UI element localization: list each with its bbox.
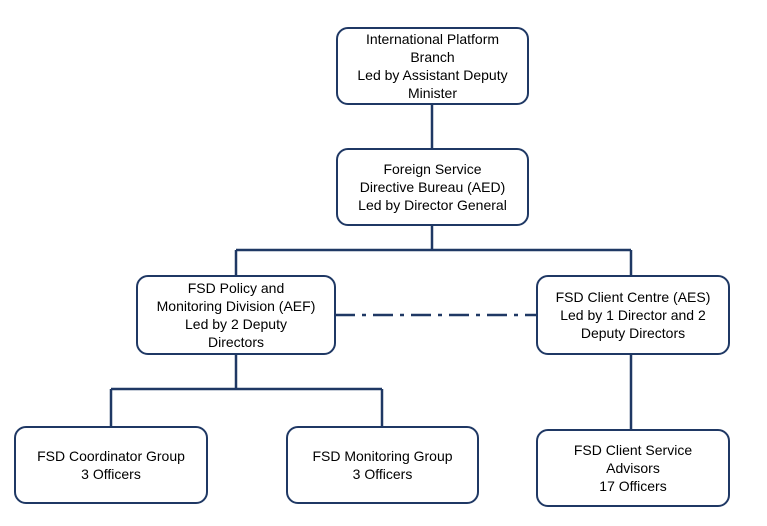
node-line: Directive Bureau (AED) — [359, 179, 506, 195]
node-line: Monitoring Division (AEF) — [156, 298, 316, 314]
node-fsd-client-centre: FSD Client Centre (AES) Led by 1 Directo… — [536, 275, 730, 355]
node-line: Led by Director General — [358, 197, 507, 213]
node-foreign-service-directive-bureau: Foreign Service Directive Bureau (AED) L… — [336, 148, 529, 226]
node-line: 17 Officers — [599, 478, 667, 494]
node-line: International Platform — [365, 31, 500, 47]
node-line: Directors — [207, 334, 264, 350]
node-line: Led by Assistant Deputy — [357, 67, 508, 83]
node-line: Minister — [407, 85, 457, 101]
node-line: Deputy Directors — [580, 325, 686, 341]
node-line: FSD Policy and — [187, 280, 285, 296]
node-line: 3 Officers — [81, 466, 141, 482]
node-line: Branch — [410, 49, 455, 65]
node-line: Foreign Service — [383, 161, 482, 177]
node-fsd-coordinator-group: FSD Coordinator Group 3 Officers — [14, 426, 208, 504]
node-fsd-monitoring-group: FSD Monitoring Group 3 Officers — [286, 426, 479, 504]
node-fsd-client-service-advisors: FSD Client Service Advisors 17 Officers — [536, 429, 730, 507]
node-line: Led by 1 Director and 2 — [560, 307, 706, 323]
node-line: Advisors — [606, 460, 660, 476]
node-line: Led by 2 Deputy — [185, 316, 287, 332]
node-line: FSD Client Centre (AES) — [555, 289, 711, 305]
node-line: 3 Officers — [352, 466, 413, 482]
node-fsd-policy-monitoring-division: FSD Policy and Monitoring Division (AEF)… — [136, 275, 336, 355]
node-international-platform-branch: International Platform Branch Led by Ass… — [336, 27, 529, 105]
node-line: FSD Monitoring Group — [312, 448, 453, 464]
node-line: FSD Coordinator Group — [37, 448, 185, 464]
node-line: FSD Client Service — [573, 442, 693, 458]
